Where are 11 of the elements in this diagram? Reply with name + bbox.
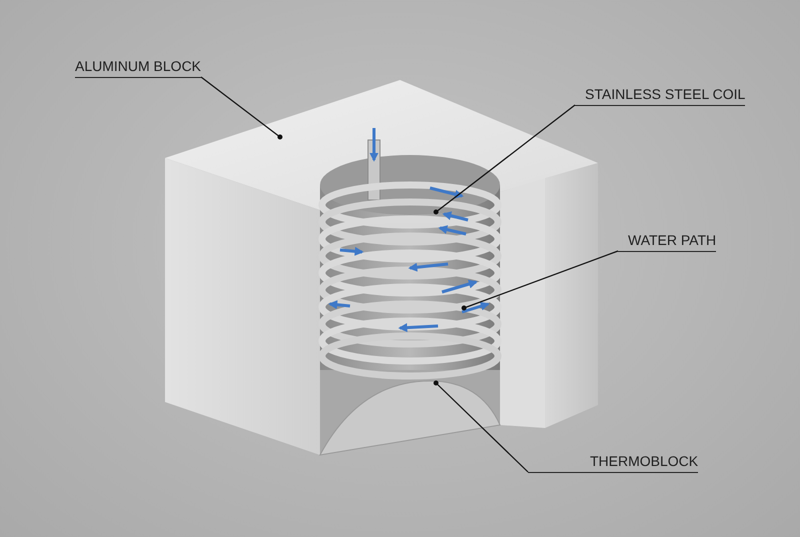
part-label: STAINLESS STEEL COIL <box>575 86 746 106</box>
part-label: THERMOBLOCK <box>528 453 698 473</box>
part-label: WATER PATH <box>618 232 716 252</box>
leader-line <box>434 104 576 214</box>
coil-drawing <box>318 140 502 380</box>
flow-arrows-drawing <box>328 128 490 332</box>
leader-line <box>434 380 528 472</box>
cavity-floor-drawing <box>320 380 500 456</box>
leader-line <box>200 76 282 140</box>
part-label: ALUMINUM BLOCK <box>75 58 202 78</box>
leader-line <box>462 250 618 310</box>
